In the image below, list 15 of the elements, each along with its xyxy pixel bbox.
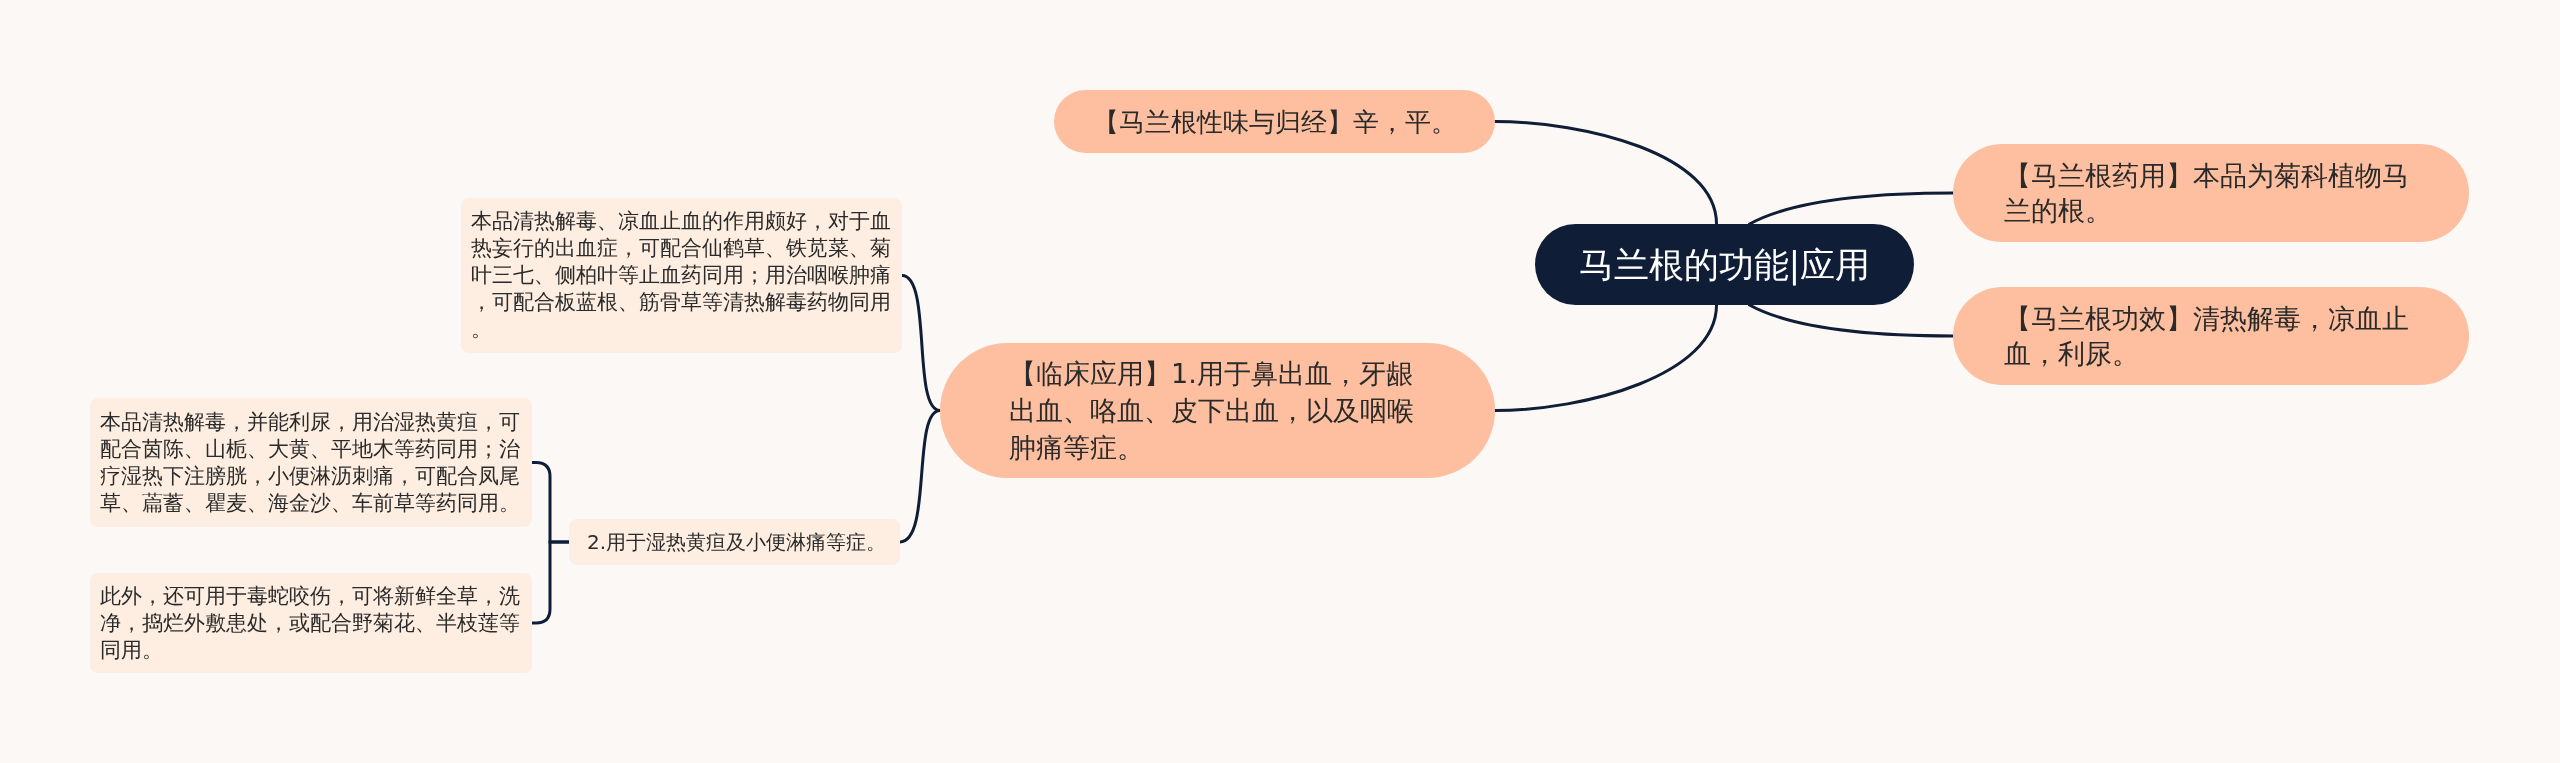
note-card: 此外，还可用于毒蛇咬伤，可将新鲜全草，洗净，捣烂外敷患处，或配合野菊花、半枝莲等同用。 — [90, 573, 532, 673]
connector-line — [1493, 120, 1718, 226]
connector-line — [1493, 303, 1718, 412]
central-topic: 马兰根的功能|应用 — [1535, 224, 1914, 305]
connector-line — [530, 540, 571, 625]
topic-pill: 【马兰根性味与归经】辛，平。 — [1054, 90, 1495, 153]
note-card: 本品清热解毒，并能利尿，用治湿热黄疸，可配合茵陈、山栀、大黄、平地木等药同用；治疗湿热下注膀胱，小便淋沥刺痛，可配合凤尾草、萹蓄、瞿麦、海金沙、车前草等药同用。 — [90, 398, 532, 527]
note-card: 2.用于湿热黄疸及小便淋痛等症。 — [569, 519, 900, 565]
topic-pill: 【马兰根药用】本品为菊科植物马兰的根。 — [1953, 144, 2469, 242]
connector-line — [1748, 191, 1955, 226]
note-card: 本品清热解毒、凉血止血的作用颇好，对于血热妄行的出血症，可配合仙鹤草、铁苋菜、菊叶三七、侧柏叶等止血药同用；用治咽喉肿痛，可配合板蓝根、筋骨草等清热解毒药物同用。 — [461, 198, 902, 353]
topic-pill: 【临床应用】1.用于鼻出血，牙龈出血、咯血、皮下出血，以及咽喉肿痛等症。 — [940, 343, 1495, 478]
topic-pill: 【马兰根功效】清热解毒，凉血止血，利尿。 — [1953, 287, 2469, 385]
connector-line — [898, 409, 942, 544]
connector-line — [1748, 303, 1955, 338]
